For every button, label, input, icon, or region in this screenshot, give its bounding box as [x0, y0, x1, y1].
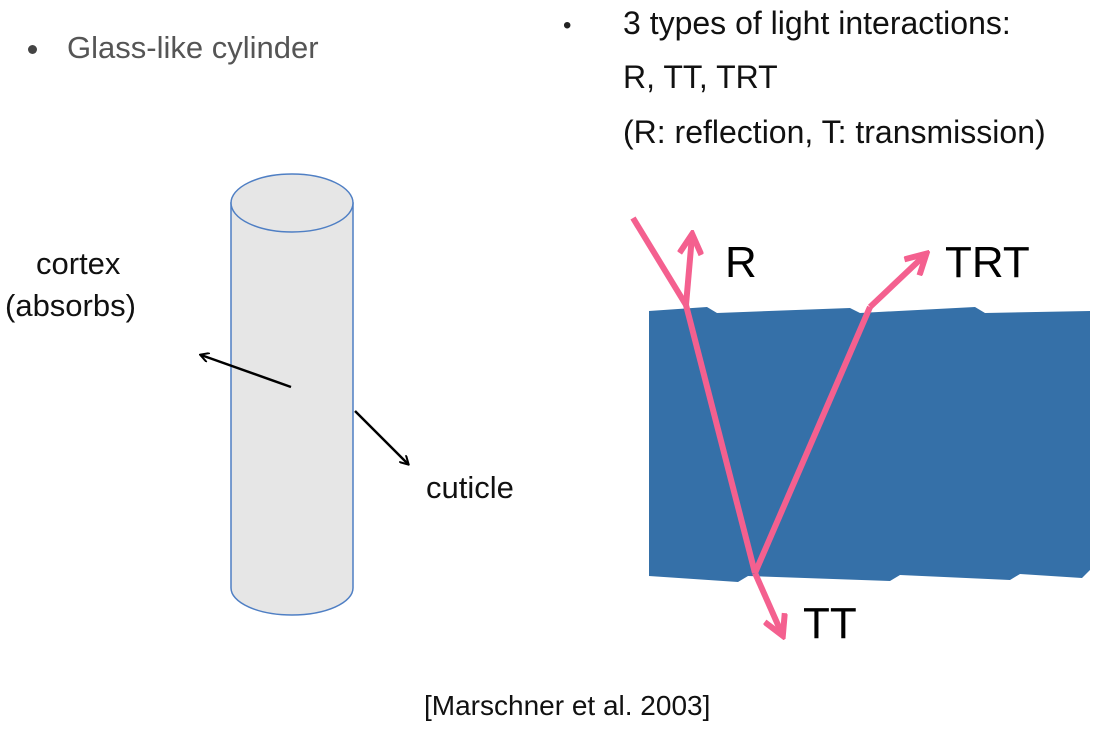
cortex-label: cortex	[36, 246, 121, 281]
trt-internal-ray	[752, 305, 873, 575]
r-label: R	[725, 238, 757, 287]
trt-exit-ray	[867, 255, 925, 310]
cuticle-pointer-arrow	[354, 410, 408, 464]
cortex-absorbs-label: (absorbs)	[5, 288, 136, 323]
bullet-line-3: (R: reflection, T: transmission)	[623, 114, 1046, 150]
bullet-marker: •	[563, 12, 572, 39]
tt-label: TT	[803, 599, 857, 648]
bullet-dot	[28, 45, 37, 55]
bullet-glass-like-cylinder: Glass-like cylinder	[28, 30, 319, 66]
tt-internal-ray	[683, 304, 758, 574]
r-reflection-ray	[686, 236, 692, 306]
trt-label: TRT	[945, 238, 1030, 287]
cortex-pointer-arrow	[201, 355, 292, 389]
hair-fiber-slab	[649, 307, 1090, 582]
citation: [Marschner et al. 2003]	[424, 690, 711, 721]
incident-ray	[630, 216, 689, 307]
bullet-line-2: R, TT, TRT	[623, 59, 778, 95]
cuticle-label: cuticle	[426, 470, 514, 505]
hair-cylinder	[230, 173, 354, 616]
tt-exit-ray	[752, 571, 782, 634]
bullet-text: Glass-like cylinder	[67, 30, 319, 65]
bullet-line-1: 3 types of light interactions:	[623, 5, 1011, 41]
